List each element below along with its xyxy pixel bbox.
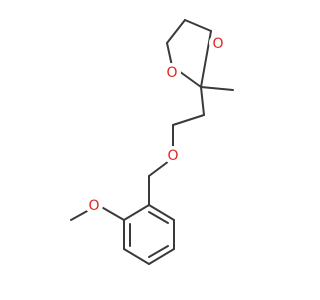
molecule-diagram: O O O O [70, 19, 234, 265]
atom-o-ring-left: O [163, 63, 181, 81]
bond [123, 248, 150, 265]
atom-o-methoxy: O [85, 196, 103, 214]
benzene-ring [123, 204, 175, 265]
atom-label-oxygen: O [88, 198, 99, 214]
atom-label-oxygen: O [212, 36, 223, 52]
atom-o-ring-top: O [209, 34, 227, 52]
atom-label-oxygen: O [167, 148, 178, 164]
bond [166, 42, 173, 67]
atom-o-ether: O [164, 146, 182, 164]
bond [166, 19, 186, 44]
bond [200, 30, 212, 88]
bond [148, 204, 175, 221]
structure-svg: O O O O [70, 19, 234, 265]
bond [184, 19, 212, 32]
bond [148, 211, 169, 224]
bond [123, 204, 150, 221]
bond [172, 114, 205, 126]
side-chain [148, 86, 234, 206]
bond [200, 86, 205, 116]
dioxolane-ring [166, 19, 212, 88]
atom-label-oxygen: O [166, 65, 177, 81]
bond [148, 248, 175, 265]
bond [148, 245, 169, 258]
bond [200, 86, 234, 91]
